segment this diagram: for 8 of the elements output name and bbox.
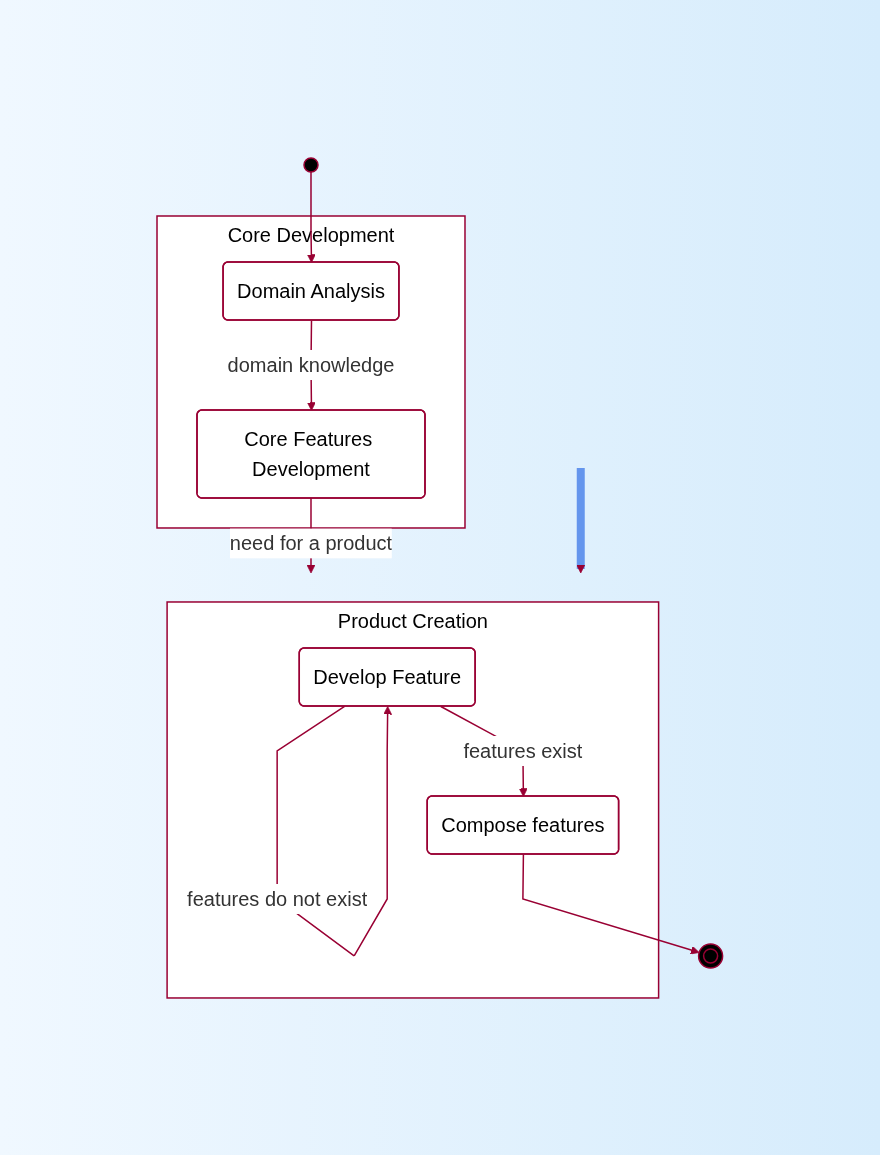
edge-label: features exist — [463, 739, 583, 762]
arrow — [307, 170, 316, 263]
arrow — [522, 853, 700, 954]
edge-label: features do not exist — [187, 887, 368, 910]
edge-label: need for a product — [230, 532, 393, 554]
node-circle — [303, 156, 319, 173]
node-circle — [698, 942, 724, 969]
edge-label: domain knowledge — [227, 353, 395, 376]
